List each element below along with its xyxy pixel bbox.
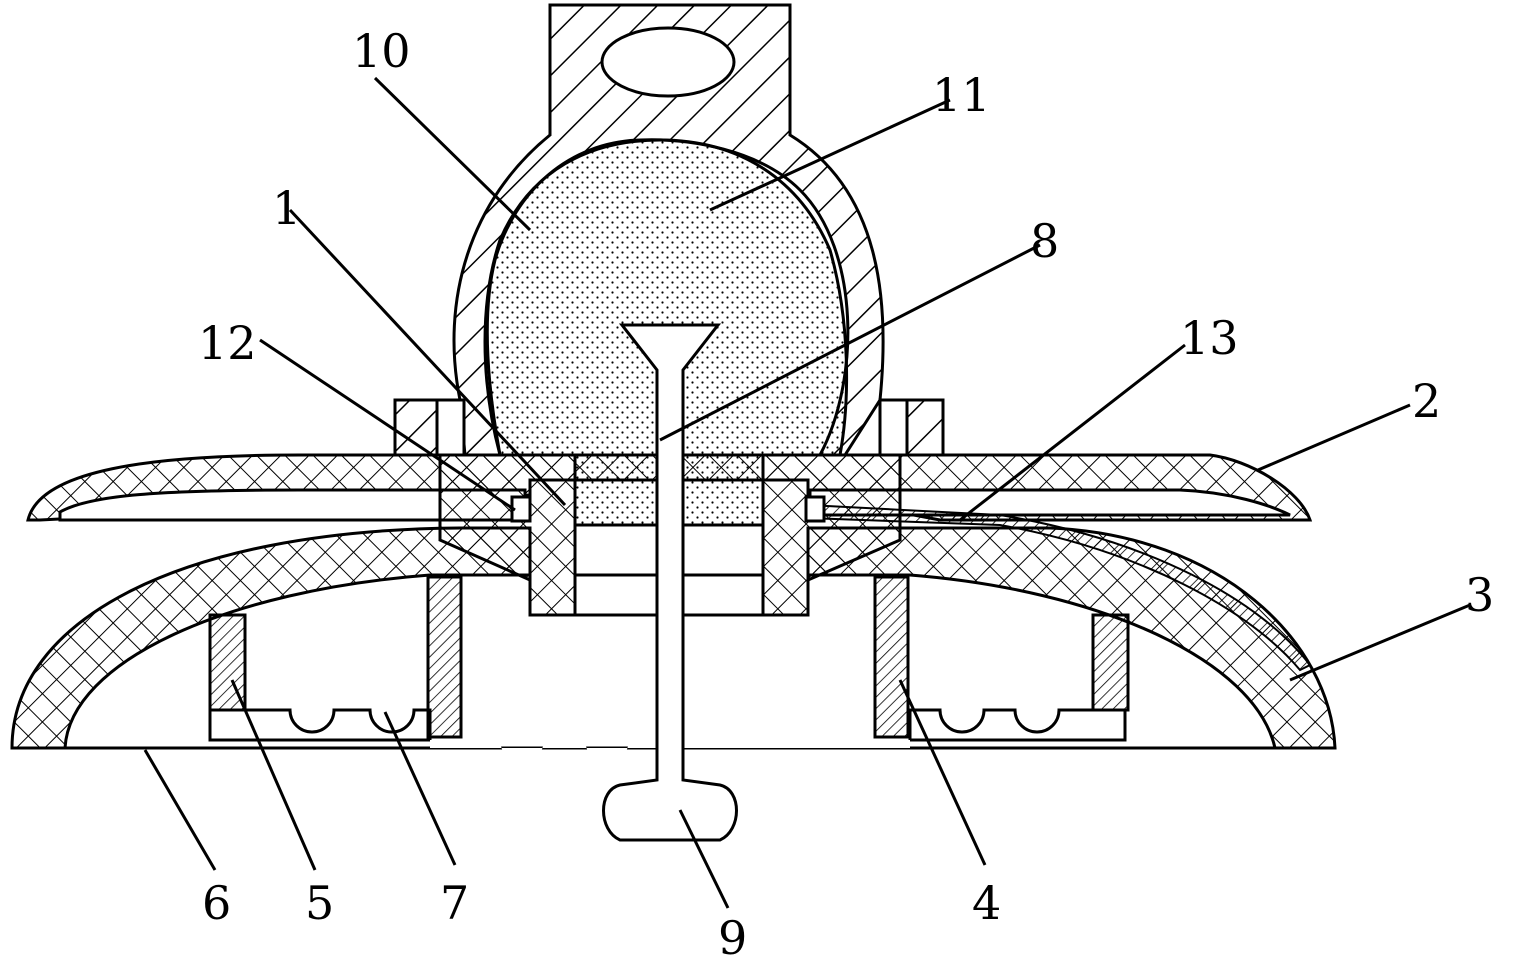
label-6: 6	[202, 876, 232, 930]
lug-hole	[600, 26, 736, 98]
leader-lines	[143, 76, 1471, 909]
label-5: 5	[305, 876, 335, 930]
leader-4	[898, 679, 987, 866]
leader-11	[709, 98, 951, 212]
leader-6	[143, 749, 217, 871]
socket-right	[804, 495, 826, 523]
leader-5	[230, 679, 317, 871]
label-3: 3	[1465, 568, 1495, 622]
steel-pin	[602, 323, 738, 842]
label-1: 1	[272, 181, 302, 235]
label-2: 2	[1412, 374, 1442, 428]
leader-10	[373, 76, 532, 232]
leader-7	[383, 711, 457, 866]
inner-rib-right	[873, 575, 910, 739]
leader-13	[959, 343, 1186, 522]
label-12: 12	[198, 316, 257, 370]
label-11: 11	[932, 68, 991, 122]
inner-rib-left	[426, 575, 463, 739]
conductive-strip	[807, 503, 1312, 672]
label-13: 13	[1180, 311, 1239, 365]
leader-3	[1289, 603, 1471, 682]
upper-shed	[26, 453, 1313, 522]
label-8: 8	[1030, 214, 1060, 268]
leader-12	[259, 338, 516, 512]
leader-2	[1257, 403, 1411, 472]
label-9: 9	[718, 911, 748, 965]
label-4: 4	[972, 876, 1002, 930]
leader-9	[678, 809, 730, 909]
label-10: 10	[352, 24, 411, 78]
label-7: 7	[440, 876, 470, 930]
leader-1	[288, 208, 567, 507]
outer-rib-right	[1091, 613, 1130, 712]
leader-8	[659, 243, 1041, 442]
